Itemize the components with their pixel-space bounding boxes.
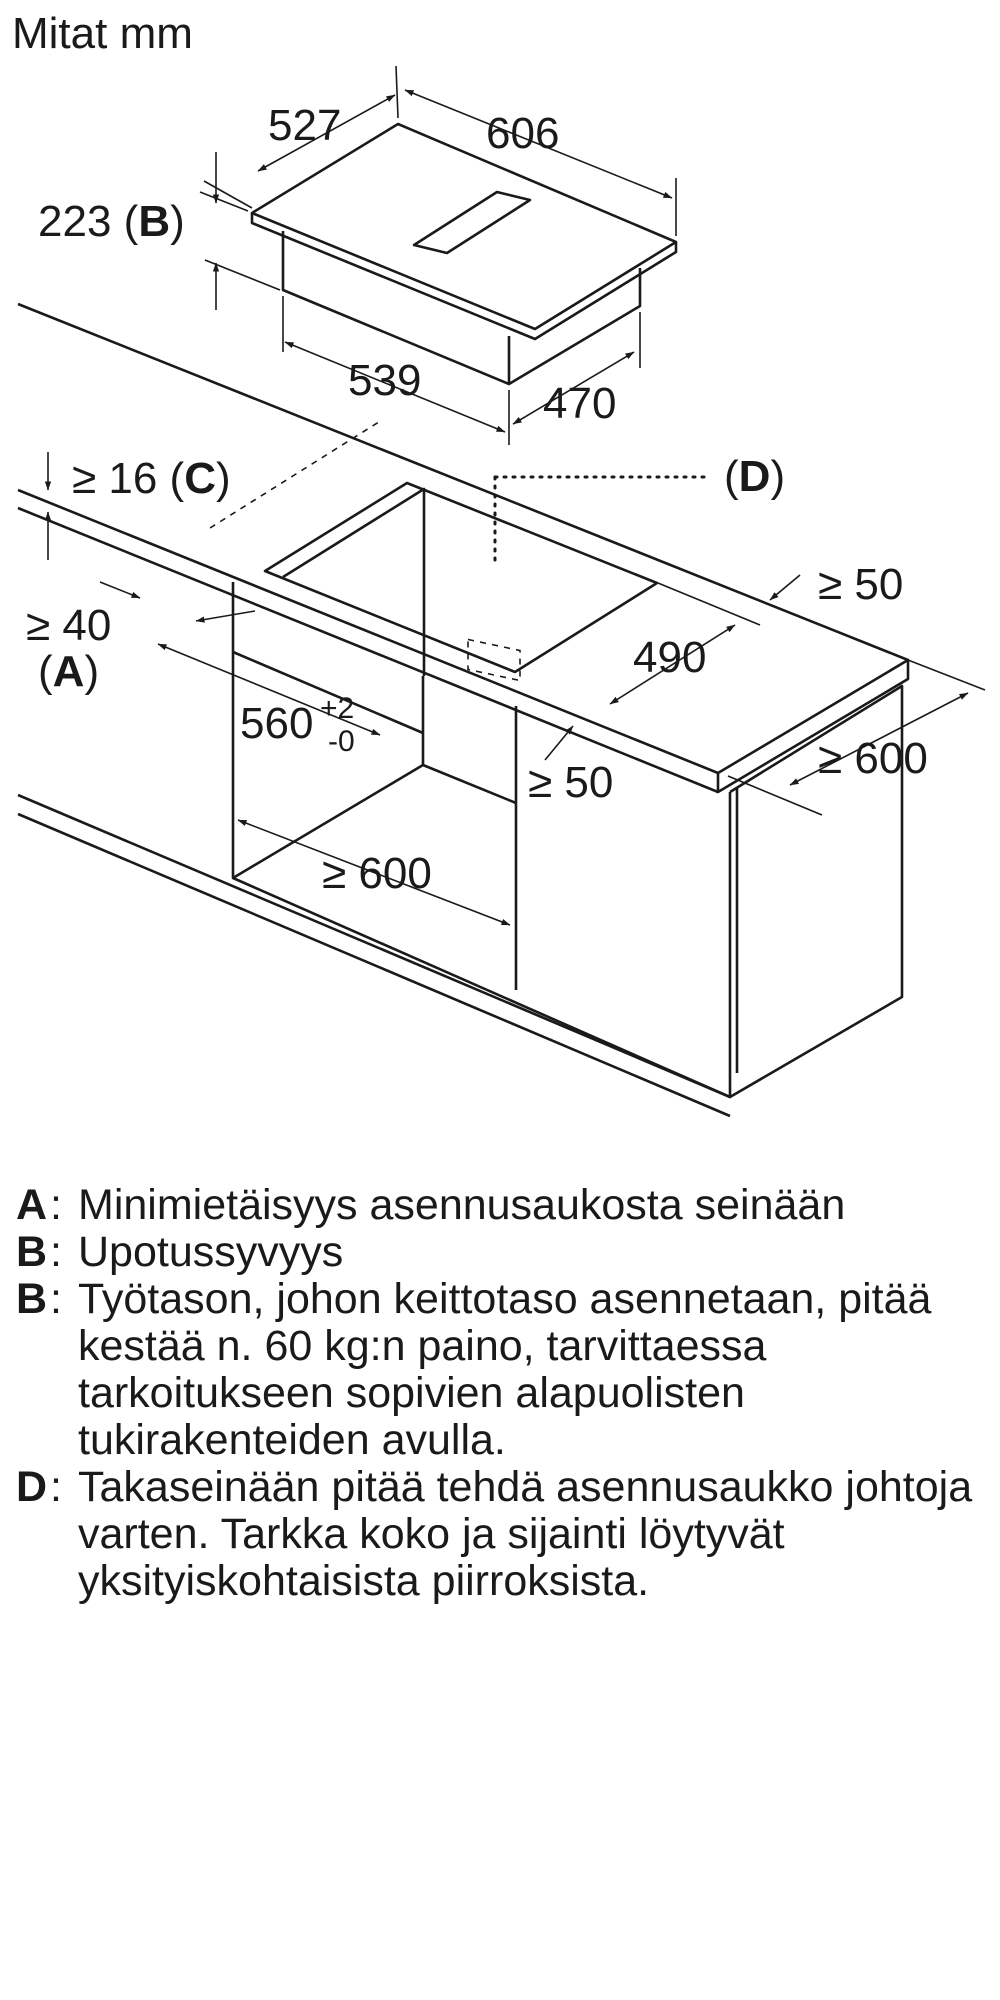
legend-item: B: Työtason, johon keittotaso asennetaan…: [16, 1276, 986, 1464]
title: Mitat mm: [12, 9, 193, 58]
legend: A: Minimietäisyys asennusaukosta seinään…: [16, 1182, 986, 1605]
legend-text: Työtason, johon keittotaso asennetaan, p…: [78, 1275, 932, 1464]
rear-cable-opening: [467, 638, 521, 682]
legend-text: Minimietäisyys asennusaukosta seinään: [78, 1181, 846, 1229]
dim-50-front: ≥ 50: [528, 758, 613, 807]
wall-hidden-edge: [209, 419, 383, 529]
ref-a: (A): [38, 647, 99, 696]
legend-key: A: [16, 1181, 48, 1229]
legend-key: B: [16, 1275, 48, 1323]
ref-d: (D): [724, 452, 785, 501]
dim-560-tol-minus: -0: [328, 725, 355, 758]
dim-560-tol-plus: +2: [320, 692, 354, 725]
legend-item: B: Upotussyvyys: [16, 1229, 986, 1276]
dim-thickness: ≥ 16 (C): [72, 454, 231, 503]
legend-text: Upotussyvyys: [78, 1228, 344, 1276]
legend-text: Takaseinään pitää tehdä asennusaukko joh…: [78, 1463, 973, 1605]
installation-diagram: Mitat mm: [12, 9, 986, 1118]
installation-dimensions: [44, 452, 986, 926]
dim-600-cabinet: ≥ 600: [322, 849, 432, 898]
dim-527: 527: [268, 101, 341, 150]
legend-item: A: Minimietäisyys asennusaukosta seinään: [16, 1182, 986, 1229]
dim-50-right: ≥ 50: [818, 560, 903, 609]
hob-dimensions: [199, 65, 677, 445]
legend-key: D: [16, 1463, 48, 1511]
dim-470: 470: [543, 379, 616, 428]
countertop-cabinet: [17, 302, 910, 1118]
dim-539: 539: [348, 356, 421, 405]
legend-key: B: [16, 1228, 48, 1276]
dim-560: 560: [240, 699, 313, 748]
dim-223: 223 (B): [38, 197, 185, 246]
legend-item: D: Takaseinään pitää tehdä asennusaukko …: [16, 1464, 986, 1605]
dim-600-counter: ≥ 600: [818, 734, 928, 783]
dim-wall-clearance: ≥ 40: [26, 601, 111, 650]
downdraft-vent: [412, 190, 532, 255]
dim-490: 490: [633, 633, 706, 682]
hob: [250, 122, 678, 386]
dim-606: 606: [486, 109, 559, 158]
